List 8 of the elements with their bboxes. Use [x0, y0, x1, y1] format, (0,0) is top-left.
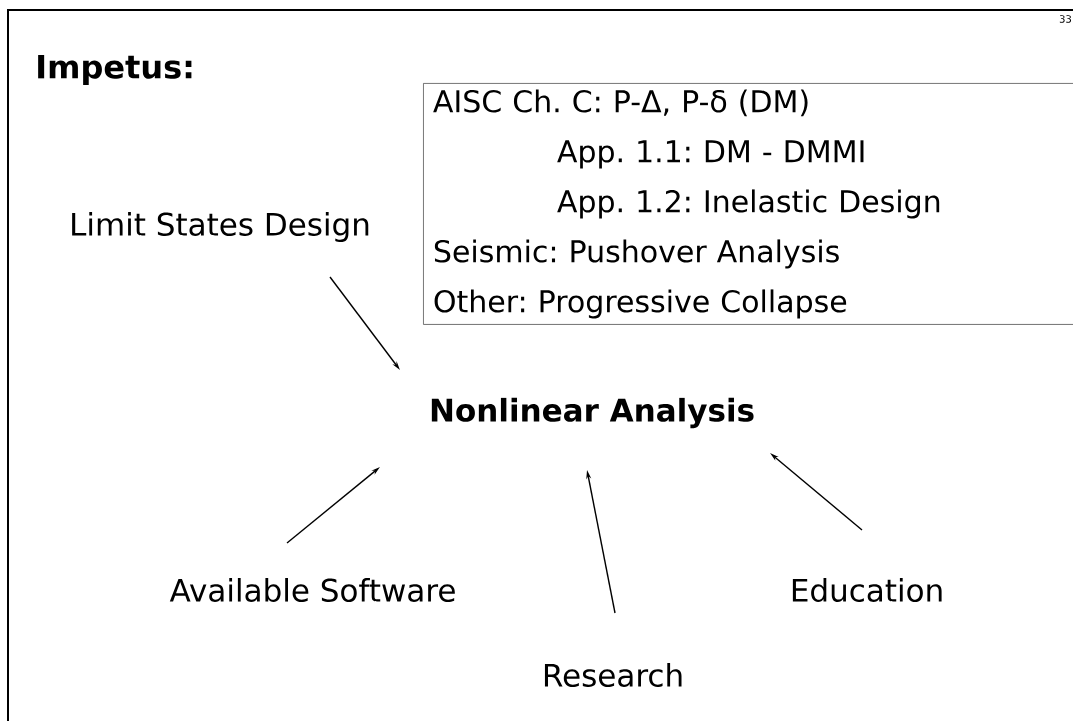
topic-label: Limit States Design — [72, 212, 369, 242]
topic-label: Research — [544, 663, 682, 687]
slide-title: Impetus: — [38, 55, 192, 85]
text-box: AISC Ch. C: P-Δ, P-δ (DM) App. 1.1: DM - DMMI App. 1.2: Inelastic Design Seismic: Pushover Analysis Other: Progressive Collapse — [423, 83, 1073, 325]
topic-label: Education — [792, 578, 942, 602]
central-topic: Nonlinear Analysis — [431, 397, 754, 429]
page-number: 33 — [1059, 15, 1071, 23]
topic-label: Available Software — [169, 578, 455, 602]
